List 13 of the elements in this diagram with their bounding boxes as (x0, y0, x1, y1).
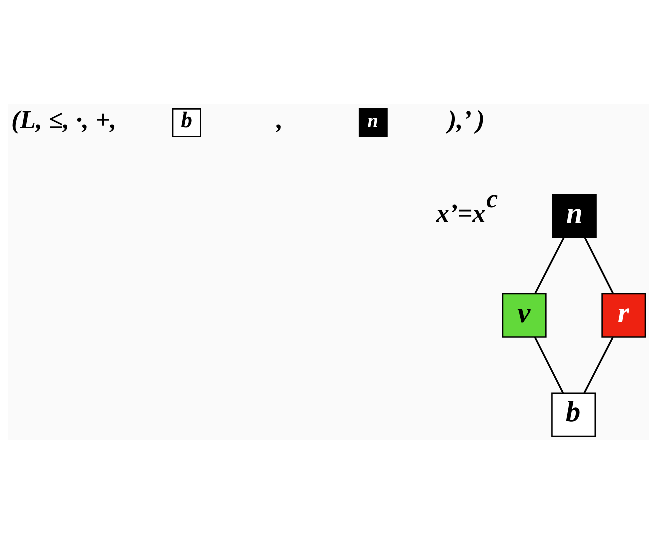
connector (584, 336, 614, 394)
connector (534, 336, 564, 394)
node-box: r (602, 292, 646, 338)
connector (534, 237, 565, 294)
connector (584, 237, 614, 294)
node-box: n (358, 108, 388, 137)
label: , (276, 105, 284, 134)
node-box: b (552, 392, 596, 437)
label: ),’ ) (448, 105, 486, 134)
node-box: n (552, 194, 597, 238)
node-box: v (502, 292, 547, 338)
node-box: b (172, 108, 202, 137)
label: (L, ≤, ·, +, (12, 105, 117, 134)
